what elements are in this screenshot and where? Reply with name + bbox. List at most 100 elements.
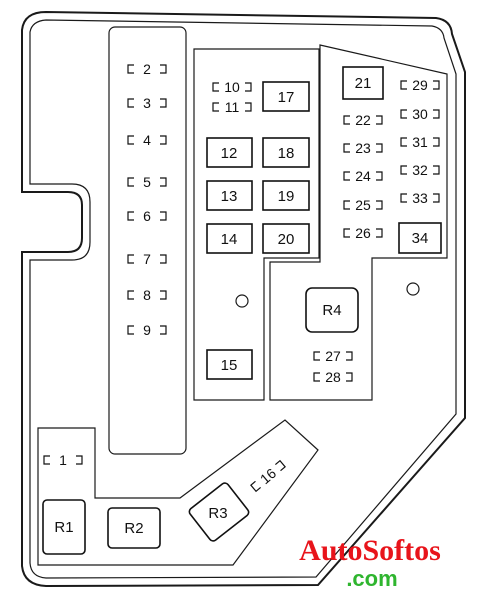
fuse-30-brackets — [400, 109, 440, 119]
fuse-3-brackets — [127, 98, 167, 108]
relay-r3-label: R3 — [208, 505, 227, 522]
fuse-24: 24 — [343, 168, 383, 184]
watermark-line1: AutoSoftos — [299, 534, 441, 567]
fuse-21 — [342, 66, 384, 100]
fuse-31: 31 — [400, 134, 440, 150]
fuse-32-brackets — [400, 165, 440, 175]
relay-r2-label: R2 — [124, 520, 143, 537]
fuse-8-brackets — [127, 290, 167, 300]
fuse-4-label: 4 — [143, 132, 151, 148]
fuse-21-label: 21 — [355, 75, 372, 92]
fuse-24-label: 24 — [355, 168, 371, 184]
fuse-33: 33 — [400, 190, 440, 206]
fuse-20-label: 20 — [278, 231, 295, 248]
fuse-9: 9 — [127, 322, 167, 338]
fuse-33-brackets — [400, 193, 440, 203]
fuse-15-label: 15 — [221, 357, 238, 374]
fuse-8: 8 — [127, 287, 167, 303]
fuse-28-label: 28 — [325, 369, 341, 385]
fuse-29: 29 — [400, 77, 440, 93]
fuse-box-inner-outline — [29, 19, 457, 579]
fuse-17-label: 17 — [278, 89, 295, 106]
fuse-29-label: 29 — [412, 77, 428, 93]
fuse-14-label: 14 — [221, 231, 238, 248]
fuse-2-brackets — [127, 64, 167, 74]
fuse-27-label: 27 — [325, 348, 341, 364]
relay-r1-label: R1 — [54, 519, 73, 536]
fuse-22-label: 22 — [355, 112, 371, 128]
fuse-26-brackets — [343, 228, 383, 238]
relay-r4-label: R4 — [322, 302, 341, 319]
fuse-8-label: 8 — [143, 287, 151, 303]
fuse-9-brackets — [127, 325, 167, 335]
fuse-26-label: 26 — [355, 225, 371, 241]
fuse-26: 26 — [343, 225, 383, 241]
fuse-11: 11 — [212, 99, 252, 115]
fuse-7: 7 — [127, 251, 167, 267]
fuse-10-brackets — [212, 82, 252, 92]
fuse-6: 6 — [127, 208, 167, 224]
fuse-5-label: 5 — [143, 174, 151, 190]
fuse-1-label: 1 — [59, 452, 67, 468]
fuse-18-label: 18 — [278, 145, 295, 162]
fuse-28: 28 — [313, 369, 353, 385]
fuse-30-label: 30 — [412, 106, 428, 122]
fuse-12-label: 12 — [221, 145, 238, 162]
fuse-32-label: 32 — [412, 162, 428, 178]
fuse-31-label: 31 — [412, 134, 428, 150]
mounting-hole-middle — [235, 294, 249, 308]
relay-r4 — [305, 287, 359, 333]
fuse-27: 27 — [313, 348, 353, 364]
fuse-13 — [206, 180, 253, 211]
fuse-16-brackets — [250, 459, 286, 493]
fuse-2: 2 — [127, 61, 167, 77]
fuse-6-label: 6 — [143, 208, 151, 224]
fuse-29-brackets — [400, 80, 440, 90]
fuse-5-brackets — [127, 177, 167, 187]
fuse-19-label: 19 — [278, 188, 295, 205]
fuse-14 — [206, 223, 253, 254]
fuse-12 — [206, 137, 253, 168]
fuse-28-brackets — [313, 372, 353, 382]
fuse-3-label: 3 — [143, 95, 151, 111]
fuse-4-brackets — [127, 135, 167, 145]
fuse-23-label: 23 — [355, 140, 371, 156]
fuse-24-brackets — [343, 171, 383, 181]
fuse-18 — [262, 137, 310, 168]
relay-r2 — [107, 507, 161, 549]
mounting-hole-right — [406, 282, 420, 296]
fuse-11-brackets — [212, 102, 252, 112]
fuse-22: 22 — [343, 112, 383, 128]
fuse-17 — [262, 81, 310, 112]
fuse-25-brackets — [343, 200, 383, 210]
fuse-1-brackets — [43, 455, 83, 465]
fuse-9-label: 9 — [143, 322, 151, 338]
fuse-3: 3 — [127, 95, 167, 111]
fuse-column-left — [108, 26, 187, 455]
fuse-20 — [262, 223, 310, 254]
fuse-25-label: 25 — [355, 197, 371, 213]
fuse-23-brackets — [343, 143, 383, 153]
fuse-10: 10 — [212, 79, 252, 95]
fuse-6-brackets — [127, 211, 167, 221]
fuse-4: 4 — [127, 132, 167, 148]
fuse-15 — [206, 349, 253, 380]
fuse-19 — [262, 180, 310, 211]
fuse-panel-middle — [193, 48, 320, 401]
fuse-25: 25 — [343, 197, 383, 213]
relay-area-outline — [37, 419, 319, 566]
fuse-10-label: 10 — [224, 79, 240, 95]
watermark-line2: .com — [346, 566, 397, 591]
fuse-34 — [398, 222, 442, 254]
fuse-32: 32 — [400, 162, 440, 178]
fuse-22-brackets — [343, 115, 383, 125]
fuse-2-label: 2 — [143, 61, 151, 77]
relay-r1 — [42, 499, 86, 555]
fuse-34-label: 34 — [412, 230, 429, 247]
fuse-1: 1 — [43, 452, 83, 468]
fuse-11-label: 11 — [225, 99, 240, 115]
fuse-33-label: 33 — [412, 190, 428, 206]
fuse-27-brackets — [313, 351, 353, 361]
fuse-7-brackets — [127, 254, 167, 264]
